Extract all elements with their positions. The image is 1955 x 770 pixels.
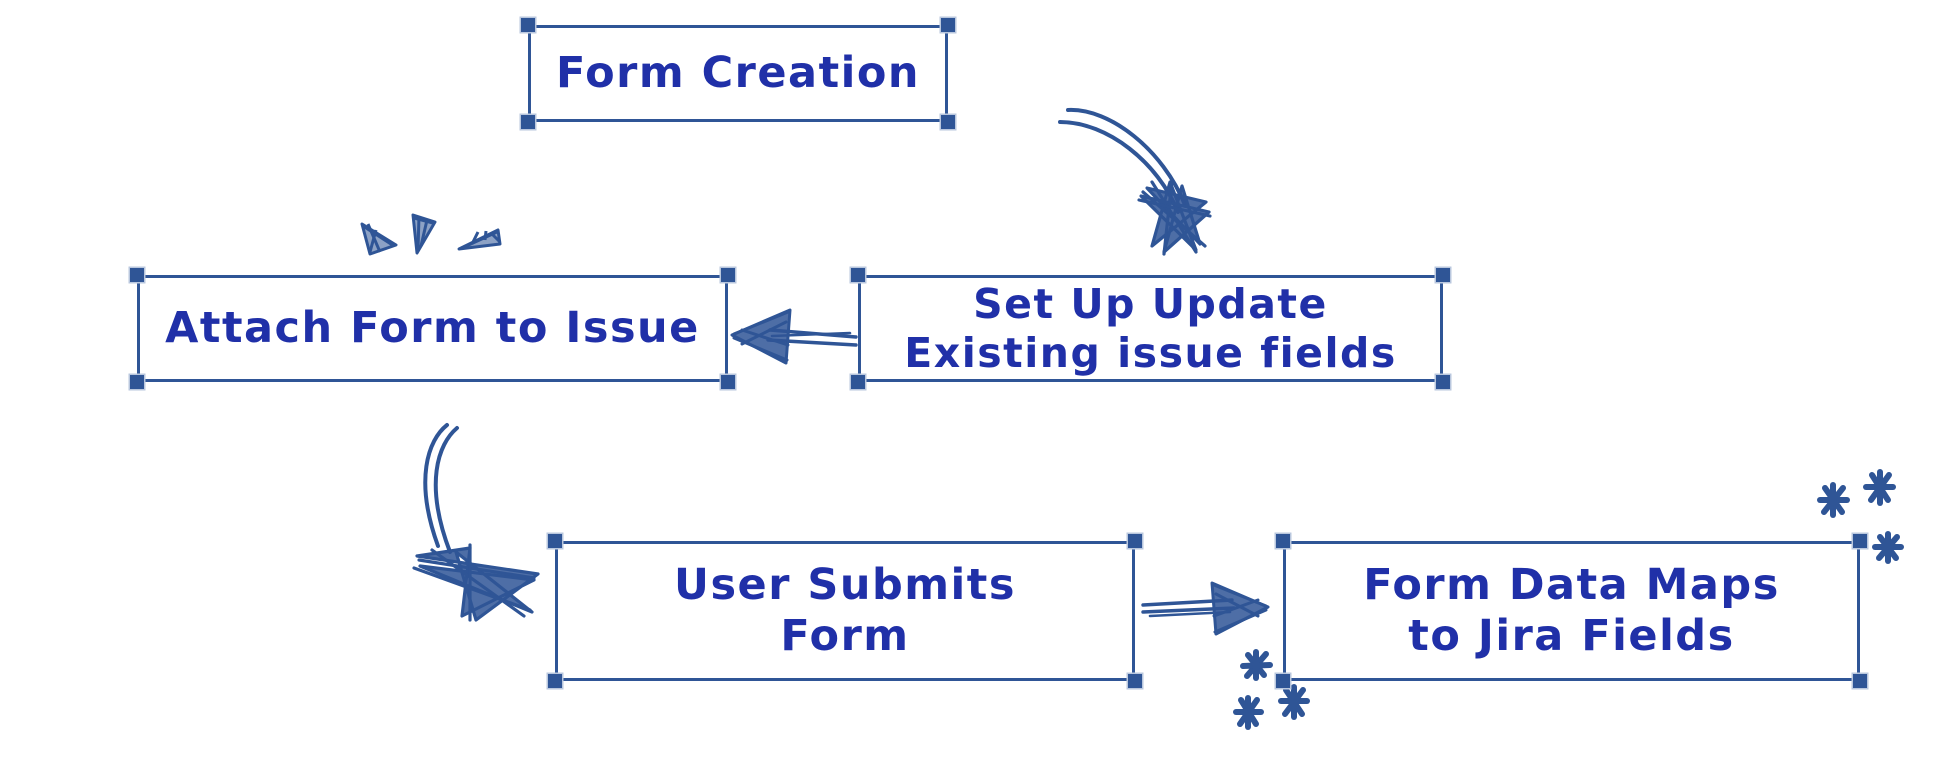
node-label-user-submits-form: User Submits Form <box>674 560 1016 661</box>
node-label-form-creation: Form Creation <box>555 48 921 99</box>
resize-handle-bottom-right[interactable] <box>1436 375 1450 389</box>
resize-handle-top-right[interactable] <box>941 18 955 32</box>
resize-handle-bottom-left[interactable] <box>521 115 535 129</box>
edge-user-submits-to-form-data-maps <box>1141 581 1270 636</box>
node-label-form-data-maps: Form Data Maps to Jira Fields <box>1363 560 1780 661</box>
resize-handle-bottom-left[interactable] <box>1276 674 1290 688</box>
resize-handle-top-left[interactable] <box>851 268 865 282</box>
node-form-creation[interactable]: Form Creation <box>521 18 955 129</box>
resize-handle-bottom-right[interactable] <box>1128 674 1142 688</box>
edge-attach-form-to-user-submits <box>412 423 540 622</box>
resize-handle-top-right[interactable] <box>1436 268 1450 282</box>
sketch-triangles-decoration <box>360 213 502 256</box>
resize-handle-top-left[interactable] <box>130 268 144 282</box>
resize-handle-bottom-right[interactable] <box>1853 674 1867 688</box>
node-label-set-up-update: Set Up Update Existing issue fields <box>904 280 1397 377</box>
resize-handle-bottom-left[interactable] <box>851 375 865 389</box>
edge-set-up-update-to-attach-form <box>730 308 858 365</box>
node-set-up-update-existing-issue-fields[interactable]: Set Up Update Existing issue fields <box>851 268 1450 389</box>
resize-handle-top-right[interactable] <box>1128 534 1142 548</box>
resize-handle-bottom-left[interactable] <box>130 375 144 389</box>
resize-handle-top-right[interactable] <box>1853 534 1867 548</box>
resize-handle-top-left[interactable] <box>1276 534 1290 548</box>
resize-handle-top-left[interactable] <box>548 534 562 548</box>
resize-handle-bottom-right[interactable] <box>721 375 735 389</box>
edge-form-creation-to-set-up-update <box>1058 107 1212 256</box>
resize-handle-top-right[interactable] <box>721 268 735 282</box>
resize-handle-bottom-right[interactable] <box>941 115 955 129</box>
resize-handle-top-left[interactable] <box>521 18 535 32</box>
node-attach-form-to-issue[interactable]: Attach Form to Issue <box>130 268 735 389</box>
node-user-submits-form[interactable]: User Submits Form <box>548 534 1142 688</box>
resize-handle-bottom-left[interactable] <box>548 674 562 688</box>
node-form-data-maps-to-jira-fields[interactable]: Form Data Maps to Jira Fields <box>1276 534 1867 688</box>
node-label-attach-form-to-issue: Attach Form to Issue <box>165 303 700 354</box>
